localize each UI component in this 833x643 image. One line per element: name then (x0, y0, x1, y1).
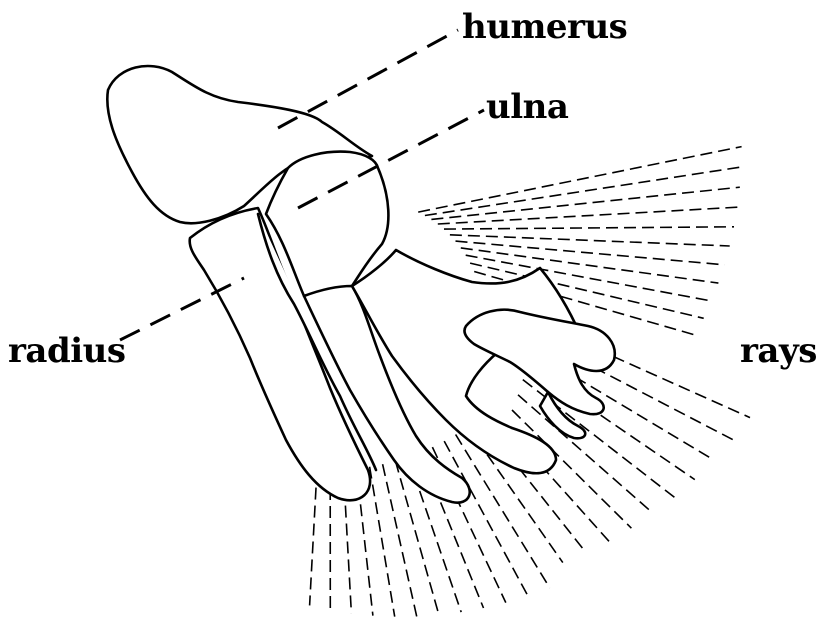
humerus-label: humerus (462, 7, 627, 47)
fin-ray-line (370, 467, 395, 617)
fin-ray-line (418, 147, 741, 213)
radius-label: radius (8, 331, 126, 371)
fin-ray-line (310, 470, 317, 606)
rays-label: rays (740, 331, 817, 371)
fin-ray-line (438, 207, 738, 224)
fin-ray-line (444, 227, 734, 229)
fin-ray-line (383, 464, 417, 616)
ulna-label: ulna (486, 87, 569, 127)
fin-ray-line (431, 187, 739, 219)
